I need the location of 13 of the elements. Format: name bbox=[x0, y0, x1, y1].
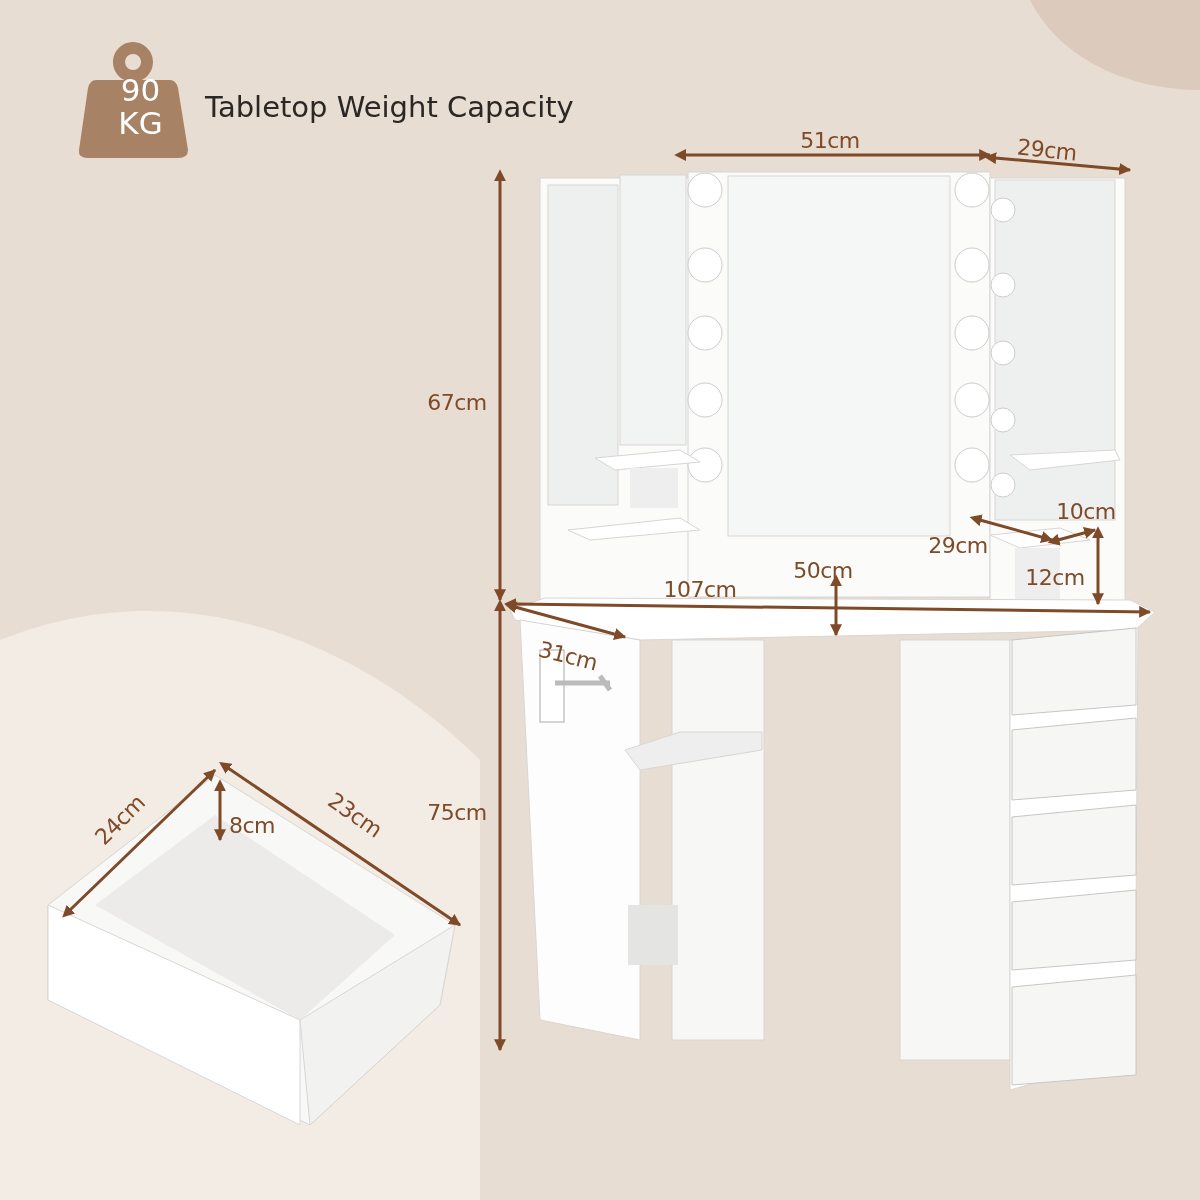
dimension-label: 50cm bbox=[793, 557, 853, 583]
dimension-label: 51cm bbox=[800, 127, 860, 153]
dimension-label: 107cm bbox=[663, 576, 737, 602]
dimension-label: 29cm bbox=[1016, 134, 1078, 166]
heading: Tabletop Weight Capacity bbox=[205, 90, 574, 124]
weight-label: 90 KG bbox=[117, 74, 164, 140]
dimension-label: 29cm bbox=[928, 532, 988, 558]
dimension-label: 12cm bbox=[1025, 564, 1085, 590]
dimension-label: 8cm bbox=[229, 812, 275, 838]
dimension-label: 10cm bbox=[1056, 498, 1116, 524]
dimension-label: 67cm bbox=[427, 389, 487, 415]
dimension-label: 31cm bbox=[536, 636, 600, 676]
dimension-label: 75cm bbox=[427, 799, 487, 825]
